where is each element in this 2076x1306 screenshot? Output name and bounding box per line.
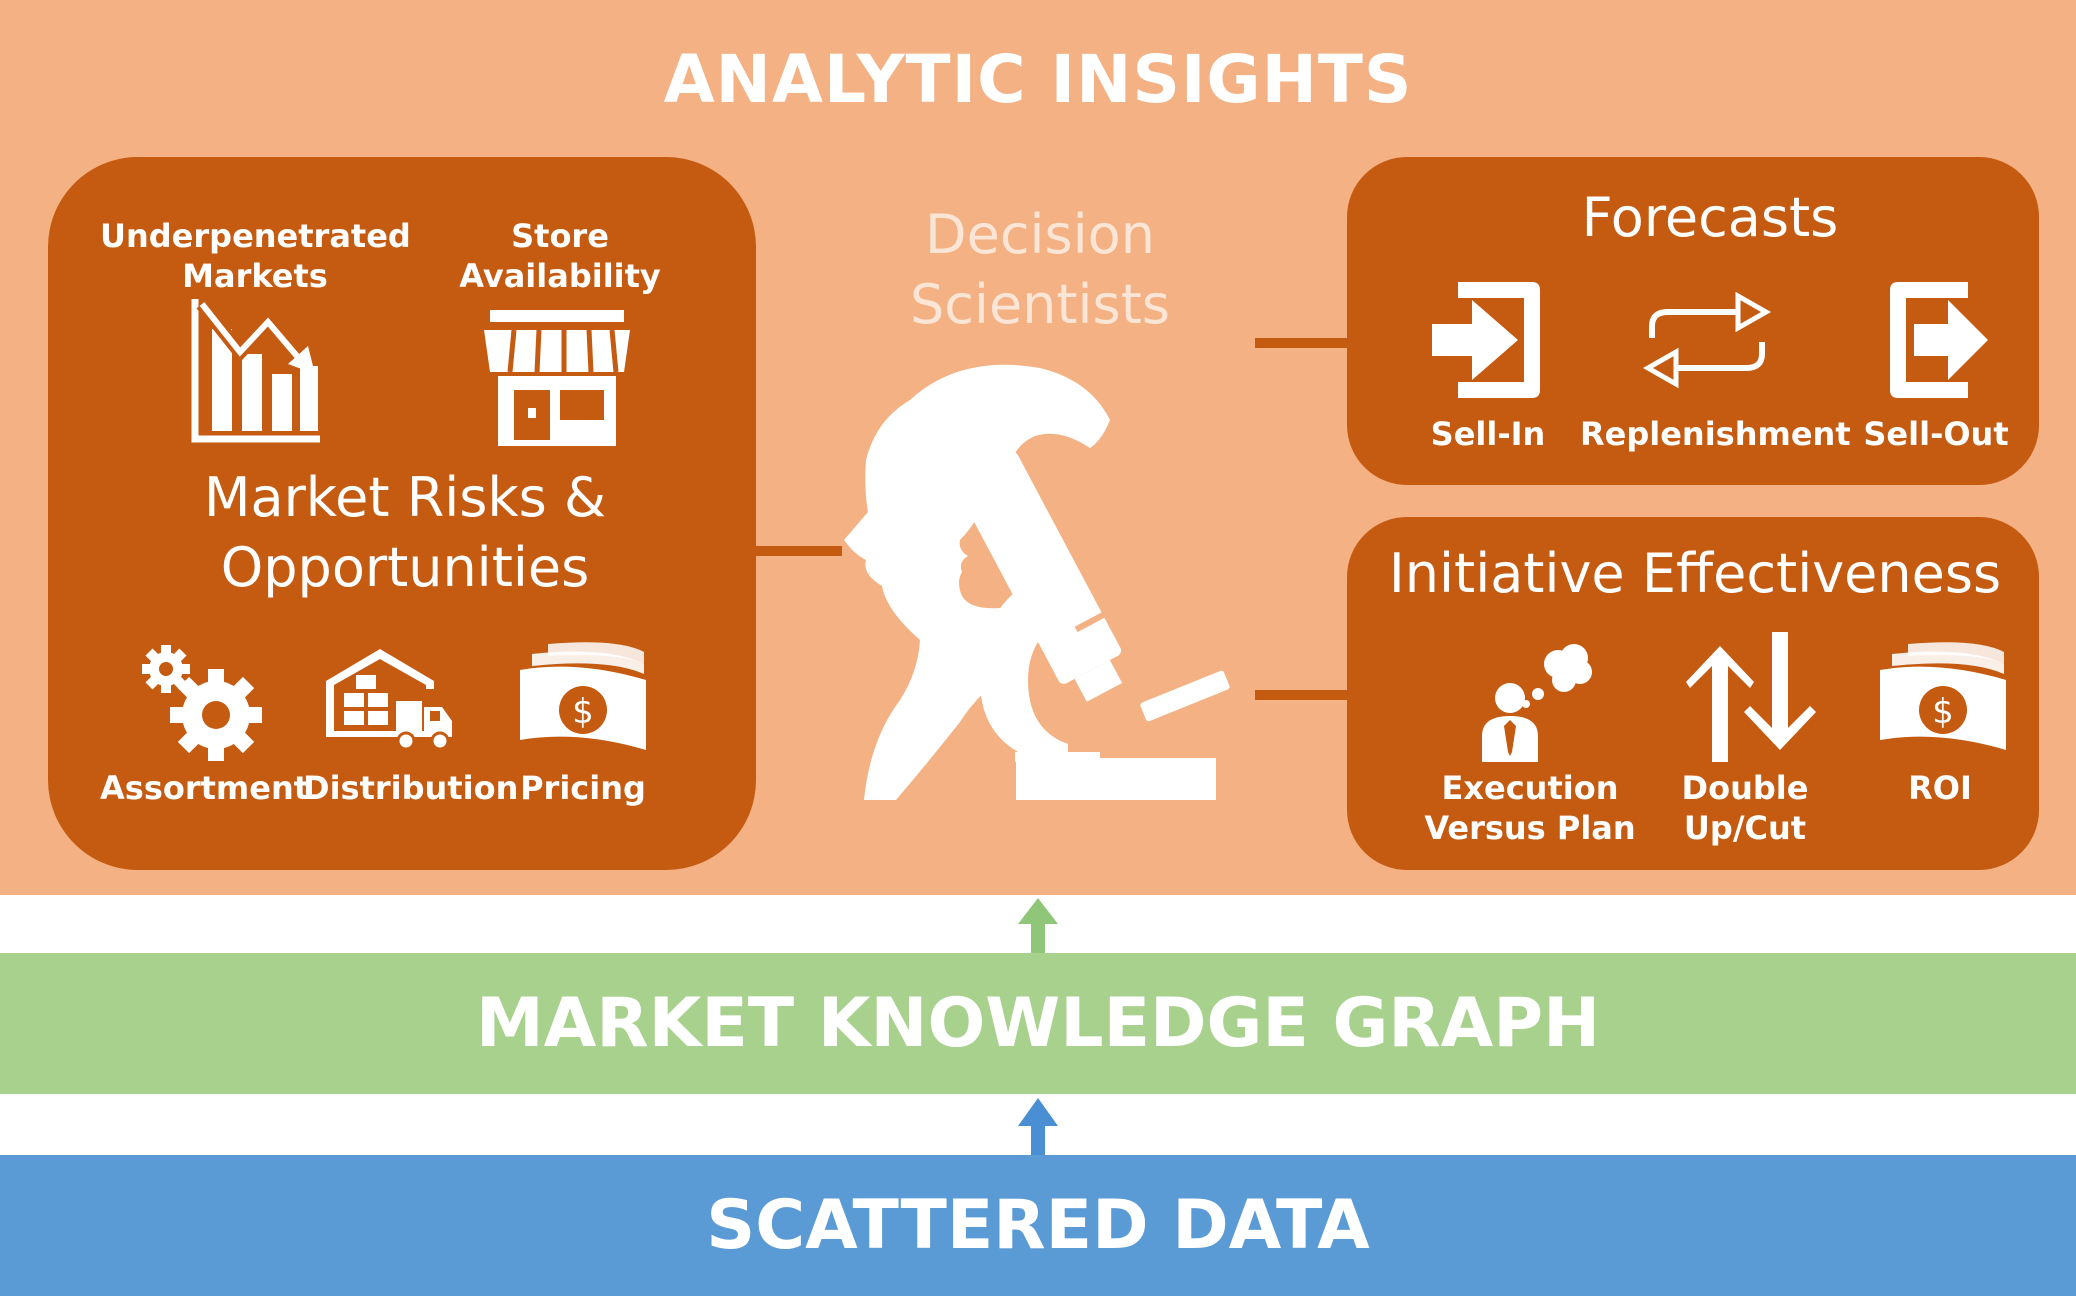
connector-initiative	[1255, 690, 1347, 700]
svg-text:$: $	[572, 692, 594, 732]
dollar-bill-icon: $	[1880, 642, 2006, 750]
forecast-label-sell-in: Sell-In	[1430, 415, 1546, 453]
scientist-microscope-icon	[844, 364, 1230, 800]
connector-left	[756, 546, 842, 556]
forecast-label-replenishment: Replenishment	[1580, 415, 1851, 453]
gears-icon	[142, 645, 262, 761]
execution-label-line2: Versus Plan	[1424, 809, 1636, 847]
market-knowledge-graph-band: MARKET KNOWLEDGE GRAPH	[0, 953, 2076, 1094]
forecasts-box	[1347, 157, 2039, 485]
forecasts-heading: Forecasts	[1581, 186, 1839, 249]
up-down-arrows-icon	[1686, 632, 1816, 762]
double-up-label-line2: Up/Cut	[1683, 809, 1807, 847]
pricing-label: Pricing	[520, 769, 646, 807]
declining-bar-chart-icon	[191, 299, 320, 443]
store-label-line1: Store	[511, 217, 609, 255]
sign-out-icon	[1890, 282, 1988, 398]
decision-scientists-line2: Scientists	[909, 273, 1171, 336]
market-risks-heading-line1: Market Risks &	[203, 466, 607, 529]
scattered-data-band: SCATTERED DATA	[0, 1155, 2076, 1296]
distribution-label: Distribution	[303, 769, 519, 807]
underpenetrated-label-line2: Markets	[182, 257, 328, 295]
market-risks-box	[48, 157, 756, 870]
cycle-arrows-icon	[1642, 291, 1772, 389]
thinking-person-icon	[1482, 644, 1592, 762]
execution-label-line1: Execution	[1441, 769, 1619, 807]
forecast-label-sell-out: Sell-Out	[1863, 415, 2009, 453]
double-up-label-line1: Double	[1681, 769, 1809, 807]
svg-text:$: $	[1932, 692, 1954, 732]
warehouse-truck-icon	[326, 649, 452, 751]
storefront-icon	[484, 310, 630, 446]
connector-forecasts	[1255, 338, 1347, 348]
underpenetrated-label-line1: Underpenetrated	[100, 217, 411, 255]
roi-label: ROI	[1908, 769, 1972, 807]
dollar-bill-icon: $	[520, 642, 646, 750]
arrow-up-blue-icon	[1018, 1098, 1058, 1156]
initiative-heading: Initiative Effectiveness	[1388, 542, 2002, 605]
page-title: ANALYTIC INSIGHTS	[663, 41, 1413, 118]
store-label-line2: Availability	[459, 257, 661, 295]
arrow-up-green-icon	[1018, 898, 1058, 954]
decision-scientists-line1: Decision	[925, 203, 1155, 266]
assortment-label: Assortment	[100, 769, 310, 807]
sign-in-icon	[1432, 282, 1540, 398]
market-risks-heading-line2: Opportunities	[220, 536, 590, 599]
